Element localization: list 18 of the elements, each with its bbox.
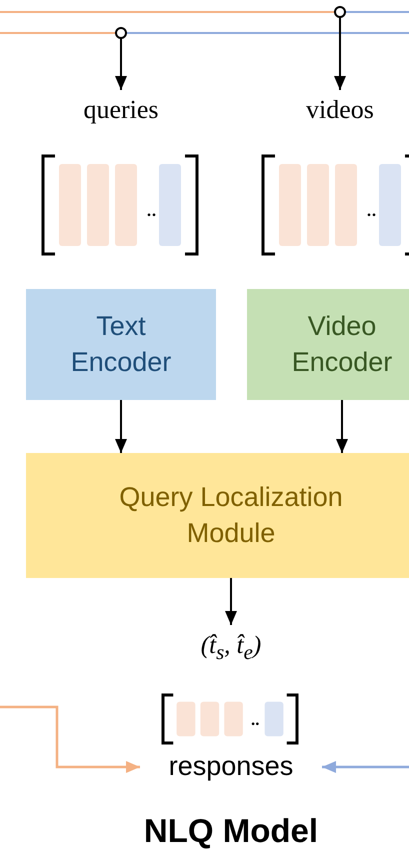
arrow — [334, 17, 346, 90]
box-label: Text Encoder — [70, 310, 172, 378]
arrow — [322, 761, 409, 773]
box-label: Query Localization Module — [118, 481, 344, 550]
box-label: Video Encoder — [290, 310, 394, 378]
module-box — [26, 453, 409, 578]
arrow — [115, 400, 127, 453]
arrow — [115, 38, 127, 90]
output-formula: (t̂$_{s}$, t̂$_{e}$) — [200, 630, 262, 666]
arrow — [225, 578, 237, 625]
encoder-box — [247, 289, 409, 400]
input-label: queries — [83, 94, 159, 126]
input-label: videos — [306, 94, 374, 126]
encoder-box — [26, 289, 216, 400]
arrow — [336, 400, 348, 453]
output-label: responses — [168, 750, 294, 784]
diagram-title: NLQ Model — [142, 812, 320, 850]
arrow — [0, 706, 140, 773]
